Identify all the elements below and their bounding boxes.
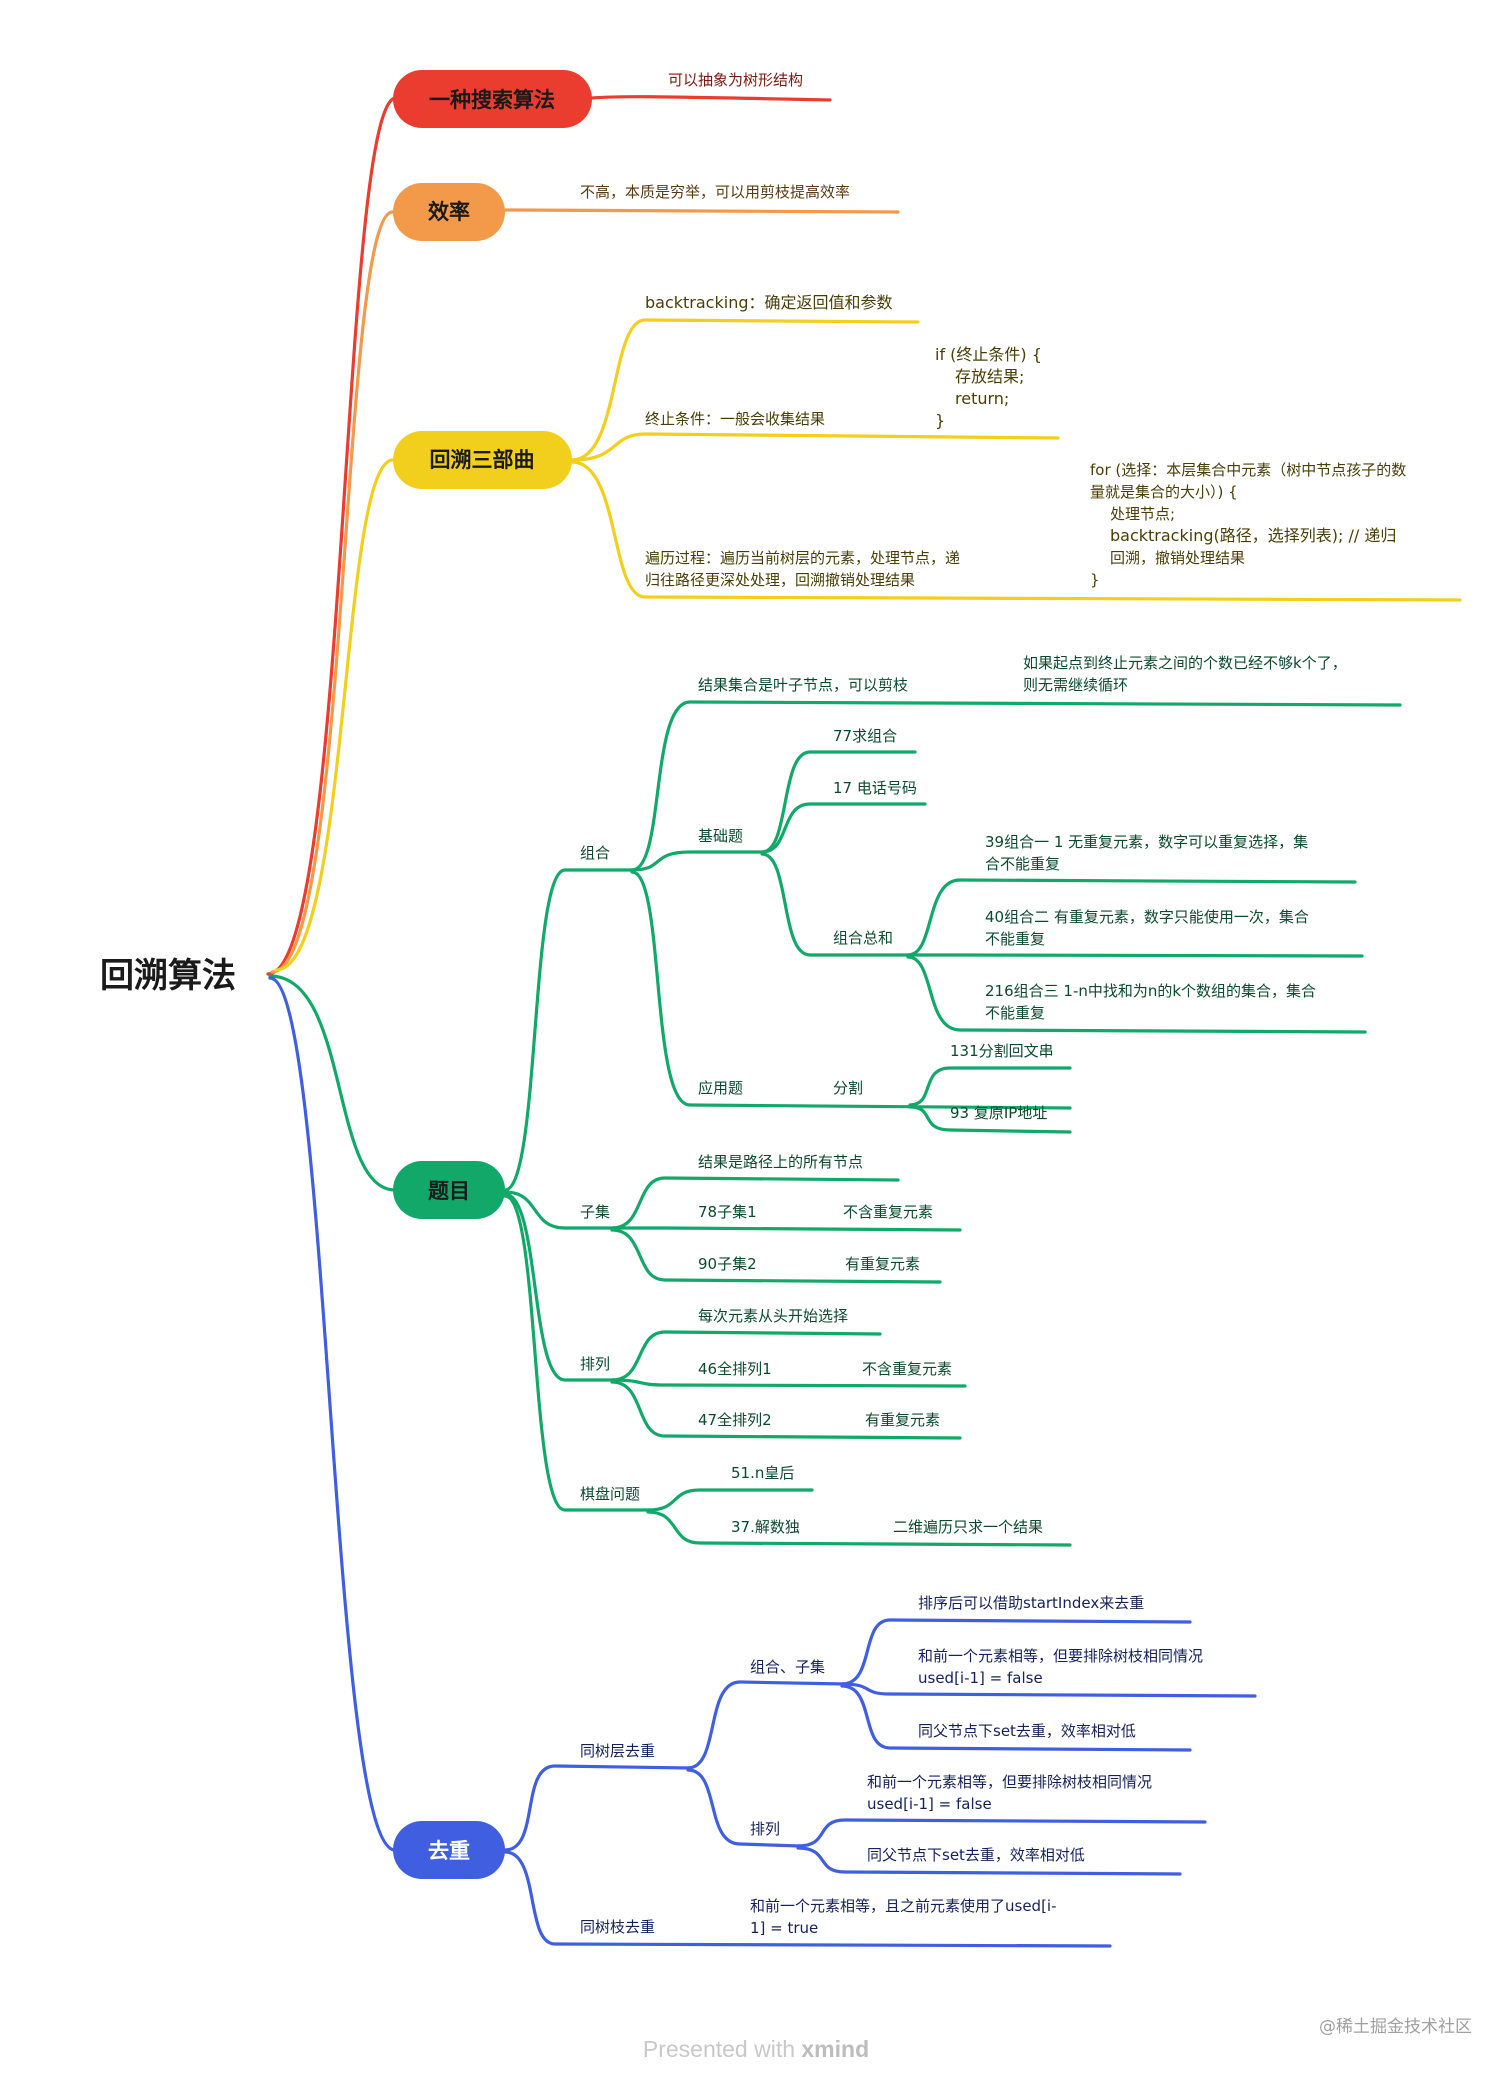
problem-77[interactable]: 77求组合 xyxy=(833,727,897,745)
node-permutation[interactable]: 排列 xyxy=(580,1355,610,1373)
problem-47[interactable]: 47全排列2 xyxy=(698,1411,772,1429)
combination-leaf-note: 结果集合是叶子节点，可以剪枝 xyxy=(698,676,908,694)
dedup-used-line: used[i-1] = false xyxy=(918,1669,1043,1687)
search-note: 可以抽象为树形结构 xyxy=(668,71,803,89)
problem-90-desc: 有重复元素 xyxy=(845,1255,920,1273)
permutation-note: 每次元素从头开始选择 xyxy=(698,1307,848,1325)
edge-root-problems xyxy=(268,974,397,1192)
node-basic[interactable]: 基础题 xyxy=(698,827,743,845)
problem-37-desc: 二维遍历只求一个结果 xyxy=(893,1518,1043,1536)
traverse-code-line: 处理节点; xyxy=(1110,505,1175,523)
problem-46[interactable]: 46全排列1 xyxy=(698,1360,772,1378)
termination-code-line: } xyxy=(935,411,945,430)
dedup-set: 同父节点下set去重，效率相对低 xyxy=(918,1722,1136,1740)
dedup-used-line: 和前一个元素相等，但要排除树枝相同情况 xyxy=(918,1647,1203,1665)
footer-prefix: Presented with xyxy=(642,2036,802,2062)
topic-problems-label: 题目 xyxy=(428,1179,470,1203)
node-board[interactable]: 棋盘问题 xyxy=(580,1485,640,1503)
problem-46-desc: 不含重复元素 xyxy=(862,1360,952,1378)
node-comb-subset[interactable]: 组合、子集 xyxy=(750,1658,825,1676)
traverse-code-line: } xyxy=(1090,571,1100,589)
perm-used-line: used[i-1] = false xyxy=(867,1795,992,1813)
subset-note: 结果是路径上的所有节点 xyxy=(698,1153,863,1171)
topic-problems[interactable]: 题目 xyxy=(393,1161,505,1219)
problem-78[interactable]: 78子集1 xyxy=(698,1203,757,1221)
problem-39-line[interactable]: 合不能重复 xyxy=(985,855,1060,873)
node-same-branch[interactable]: 同树枝去重 xyxy=(580,1918,655,1936)
node-split[interactable]: 分割 xyxy=(833,1079,863,1097)
problem-40-line[interactable]: 不能重复 xyxy=(985,930,1045,948)
three-traverse-line: 遍历过程：遍历当前树层的元素，处理节点，递 xyxy=(645,549,960,567)
three-termination: 终止条件：一般会收集结果 xyxy=(645,410,825,428)
topic-dedup[interactable]: 去重 xyxy=(393,1821,505,1879)
node-combination[interactable]: 组合 xyxy=(580,844,610,862)
same-branch-line: 1] = true xyxy=(750,1919,818,1937)
edge-root-dedup xyxy=(268,976,397,1852)
three-traverse-line: 归往路径更深处处理，回溯撤销处理结果 xyxy=(645,571,915,589)
edge-root-efficiency xyxy=(270,210,395,974)
problem-51[interactable]: 51.n皇后 xyxy=(731,1464,794,1482)
node-perm-dedup[interactable]: 排列 xyxy=(750,1820,780,1838)
edge-root-three xyxy=(274,458,395,972)
topic-efficiency[interactable]: 效率 xyxy=(393,183,505,241)
traverse-code-line: 量就是集合的大小）) { xyxy=(1090,483,1238,501)
problem-40-line[interactable]: 40组合二 有重复元素，数字只能使用一次，集合 xyxy=(985,908,1309,926)
termination-code-line: if (终止条件) { xyxy=(935,345,1042,364)
topic-dedup-label: 去重 xyxy=(428,1839,470,1863)
topic-three-parts[interactable]: 回溯三部曲 xyxy=(393,431,572,489)
problem-39-line[interactable]: 39组合一 1 无重复元素，数字可以重复选择，集 xyxy=(985,833,1308,851)
perm-used-line: 和前一个元素相等，但要排除树枝相同情况 xyxy=(867,1773,1152,1791)
node-subset[interactable]: 子集 xyxy=(580,1203,610,1221)
problem-78-desc: 不含重复元素 xyxy=(843,1203,933,1221)
problem-90[interactable]: 90子集2 xyxy=(698,1255,757,1273)
problem-17[interactable]: 17 电话号码 xyxy=(833,779,917,797)
dedup-startindex: 排序后可以借助startIndex来去重 xyxy=(918,1594,1144,1612)
topic-search[interactable]: 一种搜索算法 xyxy=(393,70,592,128)
prune-note-line: 如果起点到终止元素之间的个数已经不够k个了， xyxy=(1023,654,1347,672)
problem-216-line[interactable]: 不能重复 xyxy=(985,1004,1045,1022)
same-branch-line: 和前一个元素相等，且之前元素使用了used[i- xyxy=(750,1897,1057,1915)
footer-brand: xmind xyxy=(801,2036,870,2062)
traverse-code-line: backtracking(路径，选择列表); // 递归 xyxy=(1110,526,1396,545)
problem-216-line[interactable]: 216组合三 1-n中找和为n的k个数组的集合，集合 xyxy=(985,982,1316,1000)
perm-set: 同父节点下set去重，效率相对低 xyxy=(867,1846,1085,1864)
problem-93[interactable]: 93 复原IP地址 xyxy=(950,1104,1047,1122)
topic-efficiency-label: 效率 xyxy=(428,200,470,224)
topic-search-label: 一种搜索算法 xyxy=(429,88,555,112)
topic-three-parts-label: 回溯三部曲 xyxy=(430,448,535,472)
termination-code-line: 存放结果; xyxy=(955,367,1024,386)
problem-47-desc: 有重复元素 xyxy=(865,1411,940,1429)
three-backtracking: backtracking：确定返回值和参数 xyxy=(645,293,893,312)
node-same-layer[interactable]: 同树层去重 xyxy=(580,1742,655,1760)
edge-root-search xyxy=(266,96,400,976)
prune-note-line: 则无需继续循环 xyxy=(1023,676,1128,694)
watermark: @稀土掘金技术社区 xyxy=(1319,2017,1472,2037)
efficiency-note: 不高，本质是穷举，可以用剪枝提高效率 xyxy=(580,183,850,201)
traverse-code-line: for (选择：本层集合中元素（树中节点孩子的数 xyxy=(1090,461,1406,479)
problem-131[interactable]: 131分割回文串 xyxy=(950,1042,1054,1060)
problem-37[interactable]: 37.解数独 xyxy=(731,1518,800,1536)
node-apply[interactable]: 应用题 xyxy=(698,1079,743,1097)
termination-code-line: return; xyxy=(955,389,1009,408)
root-topic[interactable]: 回溯算法 xyxy=(100,956,236,996)
traverse-code-line: 回溯，撤销处理结果 xyxy=(1110,549,1245,567)
node-combination-sum[interactable]: 组合总和 xyxy=(833,929,893,947)
footer: Presented with xmind xyxy=(0,2036,1512,2063)
